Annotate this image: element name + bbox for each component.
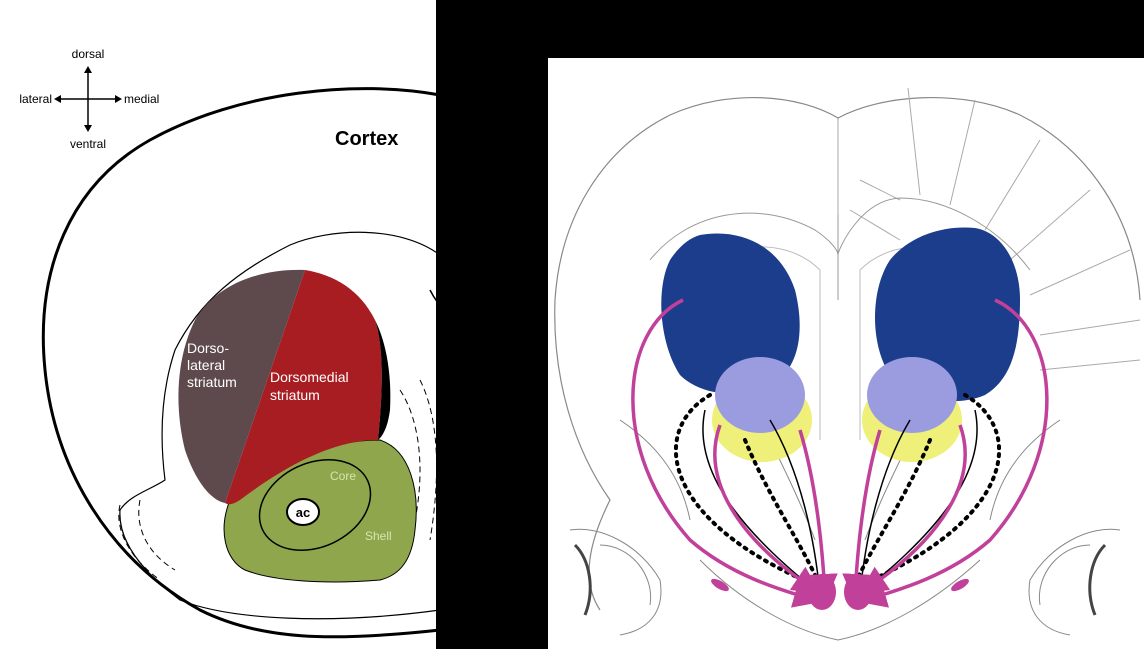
shell-label: Shell (365, 529, 392, 543)
dashed-structure-2 (139, 500, 175, 570)
orientation-compass (54, 66, 122, 132)
right-panel (555, 88, 1140, 640)
ventral-label: ventral (70, 137, 106, 151)
dorsolateral-label-3: striatum (187, 374, 237, 390)
lavender-region-right (867, 357, 957, 433)
dorsomedial-label-2: striatum (270, 387, 320, 403)
dashed-structure (119, 505, 160, 580)
left-panel: dorsal ventral lateral medial Cortex Dor… (19, 47, 440, 637)
cortex-label: Cortex (335, 128, 398, 150)
lavender-region-left (715, 357, 805, 433)
dorsolateral-label-2: lateral (187, 357, 225, 373)
dorsomedial-label-1: Dorsomedial (270, 369, 349, 385)
target-nucleus-left (808, 574, 836, 610)
target-nucleus-right (844, 574, 872, 610)
core-label: Core (330, 469, 356, 483)
coronal-outline (555, 98, 1140, 610)
dorsolateral-label-1: Dorso- (187, 340, 229, 356)
dorsal-label: dorsal (72, 47, 105, 61)
medial-label: medial (124, 92, 159, 106)
ac-label: ac (296, 505, 310, 520)
lateral-label: lateral (19, 92, 52, 106)
